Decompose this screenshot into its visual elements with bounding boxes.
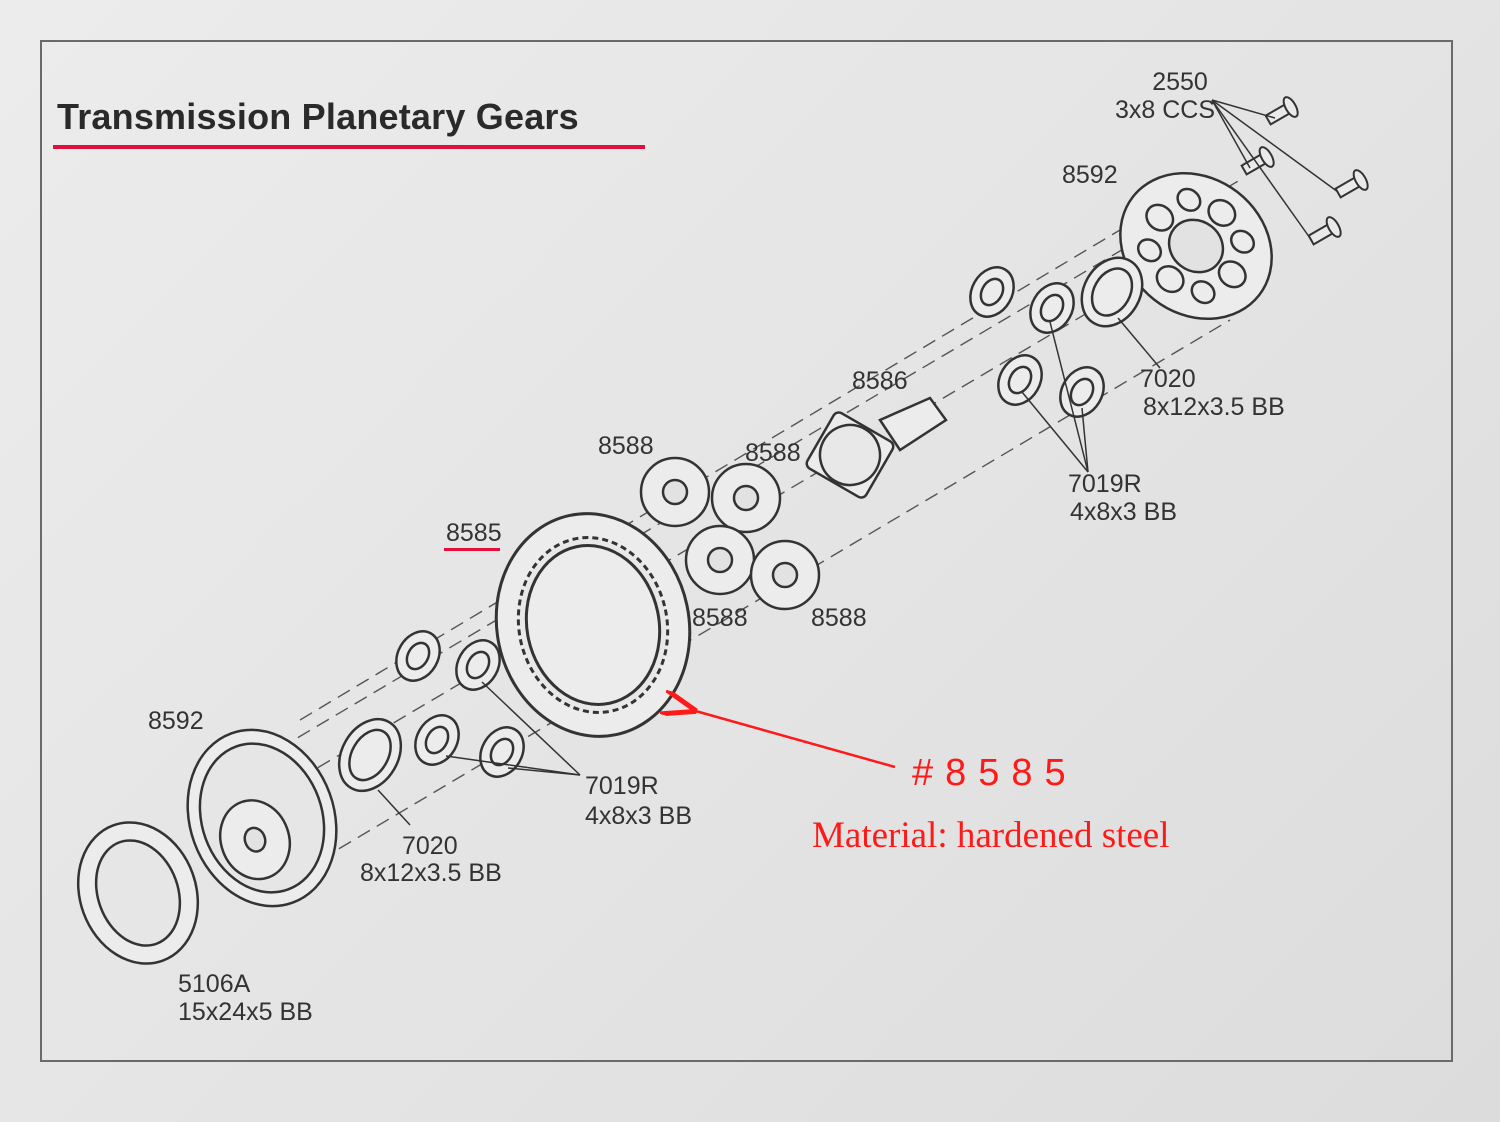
label-pinion: 8586 [852, 367, 908, 395]
label-7019r-top-part: 7019R [1068, 470, 1142, 498]
label-7019r-bottom-desc: 4x8x3 BB [585, 802, 693, 830]
label-7019r-top-desc: 4x8x3 BB [1070, 498, 1178, 526]
label-carrier-bottom: 8592 [148, 707, 204, 735]
bottom-bearings [337, 630, 525, 793]
callout-arrow [692, 710, 896, 769]
diagram-frame [40, 40, 1453, 1062]
label-planet-a: 8588 [598, 432, 654, 460]
label-2550-desc: 3x8 CCS [1115, 96, 1216, 124]
label-7020-top-part: 7020 [1140, 365, 1196, 393]
screw-leader-lines [1211, 99, 1339, 239]
label-7020-bottom-desc: 8x12x3.5 BB [360, 859, 502, 887]
screw-group [1240, 96, 1369, 246]
ring-gear [494, 512, 692, 738]
top-carrier-plate [1119, 171, 1273, 321]
label-planet-d: 8588 [811, 604, 867, 632]
label-5106a-desc: 15x24x5 BB [178, 998, 313, 1026]
bottom-bearing-leaders [377, 681, 581, 826]
planet-gears [639, 456, 821, 611]
top-bearing-leaders [1021, 317, 1161, 473]
callout-part-number: #8585 [912, 752, 1078, 794]
label-ring-gear: 8585 [446, 519, 502, 547]
label-7019r-bottom-part: 7019R [585, 772, 659, 800]
label-7020-top-desc: 8x12x3.5 BB [1143, 393, 1285, 421]
top-bearings [969, 256, 1144, 418]
label-2550-part: 2550 [1152, 68, 1208, 96]
sun-pinion [805, 396, 948, 499]
callout-material: Material: hardened steel [812, 815, 1170, 856]
ring-gear-underline [444, 548, 500, 551]
label-5106a-part: 5106A [178, 970, 251, 998]
label-planet-c: 8588 [692, 604, 748, 632]
bottom-carrier [186, 728, 338, 908]
title-underline [53, 145, 645, 149]
page-title: Transmission Planetary Gears [57, 96, 579, 137]
label-7020-bottom-part: 7020 [402, 832, 458, 860]
big-bearing [76, 821, 200, 965]
label-planet-b: 8588 [745, 439, 801, 467]
label-carrier-top: 8592 [1062, 161, 1118, 189]
